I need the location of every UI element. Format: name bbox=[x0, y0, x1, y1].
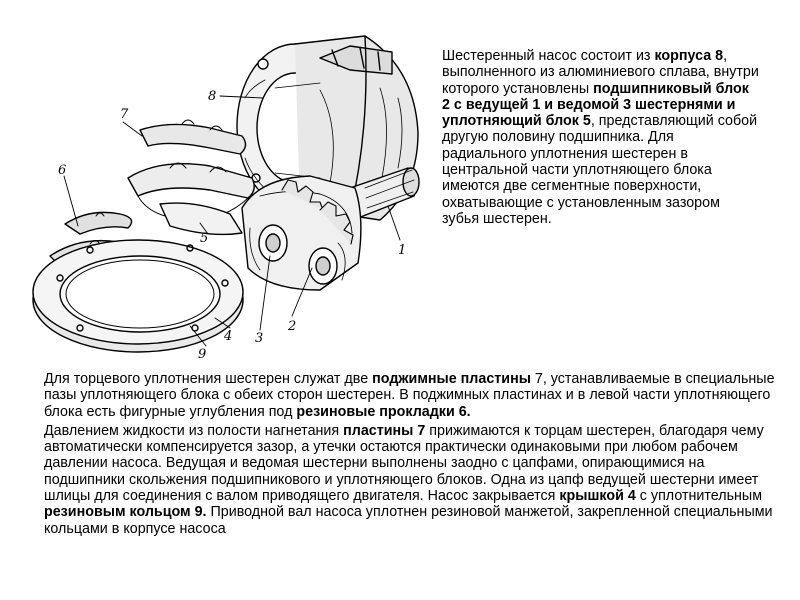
callout-8: 8 bbox=[208, 89, 216, 104]
text-run: , выполненного из алюминиевого сплава, в… bbox=[442, 48, 759, 97]
drive-shaft-drawing bbox=[349, 167, 420, 219]
cover-drawing bbox=[32, 239, 244, 353]
pressure-plates-drawing bbox=[127, 119, 255, 236]
callout-6: 6 bbox=[58, 163, 66, 178]
text-run-bold: крышкой 4 bbox=[559, 488, 636, 505]
paragraph-pressure: Давлением жидкости из полости нагнетания… bbox=[44, 423, 784, 537]
paragraph-face-seal: Для торцевого уплотнения шестерен служат… bbox=[44, 371, 784, 420]
text-run-bold: корпуса 8 bbox=[654, 48, 724, 64]
text-run: Шестеренный насос состоит из bbox=[442, 48, 655, 64]
callout-4: 4 bbox=[223, 329, 232, 344]
text-run: Давлением жидкости из полости нагнетания bbox=[44, 422, 344, 439]
bearing-block-drawing bbox=[241, 175, 362, 291]
callout-7: 7 bbox=[120, 107, 129, 122]
callout-1: 1 bbox=[398, 243, 406, 258]
callout-9: 9 bbox=[198, 347, 206, 362]
text-run: Для торцевого уплотнения шестерен служат… bbox=[44, 371, 373, 387]
text-run: 7, устанавливаемые в специальные пазы уп… bbox=[44, 371, 775, 420]
text-run-bold: подшипниковый блок 2 с ведущей 1 и ведом… bbox=[442, 80, 749, 130]
gear-pump-exploded-drawing: 8 7 6 5 1 2 3 4 9 bbox=[32, 35, 420, 362]
text-run: , представляющий собой другую половину п… bbox=[442, 113, 758, 227]
text-run-bold: резиновым кольцом 9. bbox=[44, 504, 207, 521]
text-run: Приводной вал насоса уплотнен резиновой … bbox=[44, 504, 773, 537]
text-run-bold: поджимные пластины bbox=[372, 371, 531, 387]
callout-2: 2 bbox=[287, 319, 296, 334]
callout-3: 3 bbox=[255, 331, 263, 346]
text-run: с уплотнительным bbox=[635, 488, 763, 505]
text-run-bold: пластины 7 bbox=[343, 422, 426, 439]
text-run-bold: резиновые прокладки 6. bbox=[296, 403, 471, 420]
text-run: прижимаются к торцам шестерен, благодаря… bbox=[44, 422, 764, 505]
callout-5: 5 bbox=[200, 231, 208, 246]
leader-lines bbox=[63, 95, 401, 347]
pump-description-right: Шестеренный насос состоит из корпуса 8, … bbox=[442, 48, 760, 227]
pump-description-bottom: Для торцевого уплотнения шестерен служат… bbox=[44, 371, 784, 540]
